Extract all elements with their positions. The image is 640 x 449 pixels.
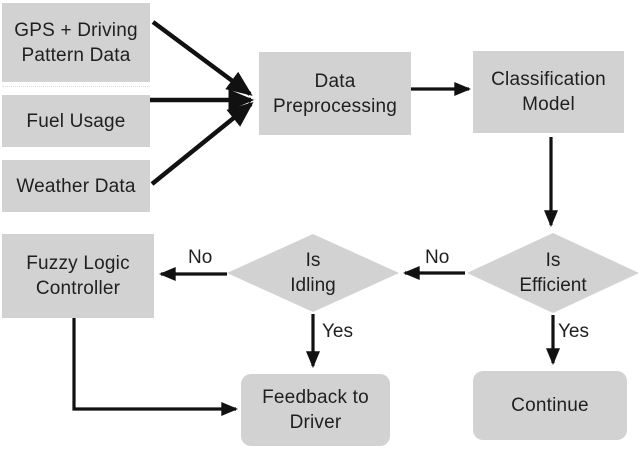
node-fuzzy-line2: Controller [35, 278, 121, 299]
node-fuel-usage: Fuel Usage [2, 95, 150, 147]
node-weather-line1: Weather Data [16, 175, 136, 197]
idling-line1: Is [305, 250, 321, 271]
node-continue-line1: Continue [511, 395, 589, 416]
edge-label-idling-no: No [188, 247, 213, 268]
node-gps-line1: GPS + Driving [14, 19, 138, 41]
node-preprocessing-line1: Data [314, 70, 356, 92]
node-feedback-line1: Feedback to [262, 387, 369, 408]
idling-line2: Idling [290, 275, 336, 296]
arrow-fuzzy-to-feedback [72, 318, 239, 416]
idling-diamond [227, 234, 399, 312]
efficient-diamond-label: Is Efficient [493, 247, 613, 299]
node-feedback-to-driver: Feedback to Driver [241, 374, 390, 446]
efficient-diamond [467, 233, 639, 313]
node-classification-line1: Classification [491, 69, 606, 90]
node-gps-line2: Pattern Data [21, 44, 131, 66]
node-feedback-line2: Driver [289, 412, 342, 433]
node-fuzzy-logic-controller: Fuzzy Logic Controller [2, 234, 154, 318]
node-gps-driving-pattern-data: GPS + Driving Pattern Data [2, 3, 150, 82]
edge-label-efficient-yes: Yes [558, 321, 589, 342]
node-preprocessing-line2: Preprocessing [272, 95, 398, 117]
idling-diamond-label: Is Idling [253, 247, 373, 299]
node-fuel-line1: Fuel Usage [26, 110, 126, 132]
arrow-weather-to-preprocessing [150, 101, 254, 186]
node-classification-model: Classification Model [473, 51, 624, 133]
arrow-gps-to-preprocessing [151, 20, 253, 96]
node-weather-data: Weather Data [2, 160, 150, 212]
node-data-preprocessing: Data Preprocessing [259, 52, 411, 135]
efficient-line2: Efficient [519, 275, 587, 296]
efficient-line1: Is [545, 250, 561, 271]
node-continue: Continue [473, 371, 627, 440]
node-classification-line2: Model [522, 94, 575, 115]
faint-dotted-divider [2, 86, 150, 87]
edge-label-idling-yes: Yes [322, 321, 353, 342]
node-fuzzy-line1: Fuzzy Logic [26, 253, 130, 274]
edge-label-efficient-no: No [425, 247, 450, 268]
